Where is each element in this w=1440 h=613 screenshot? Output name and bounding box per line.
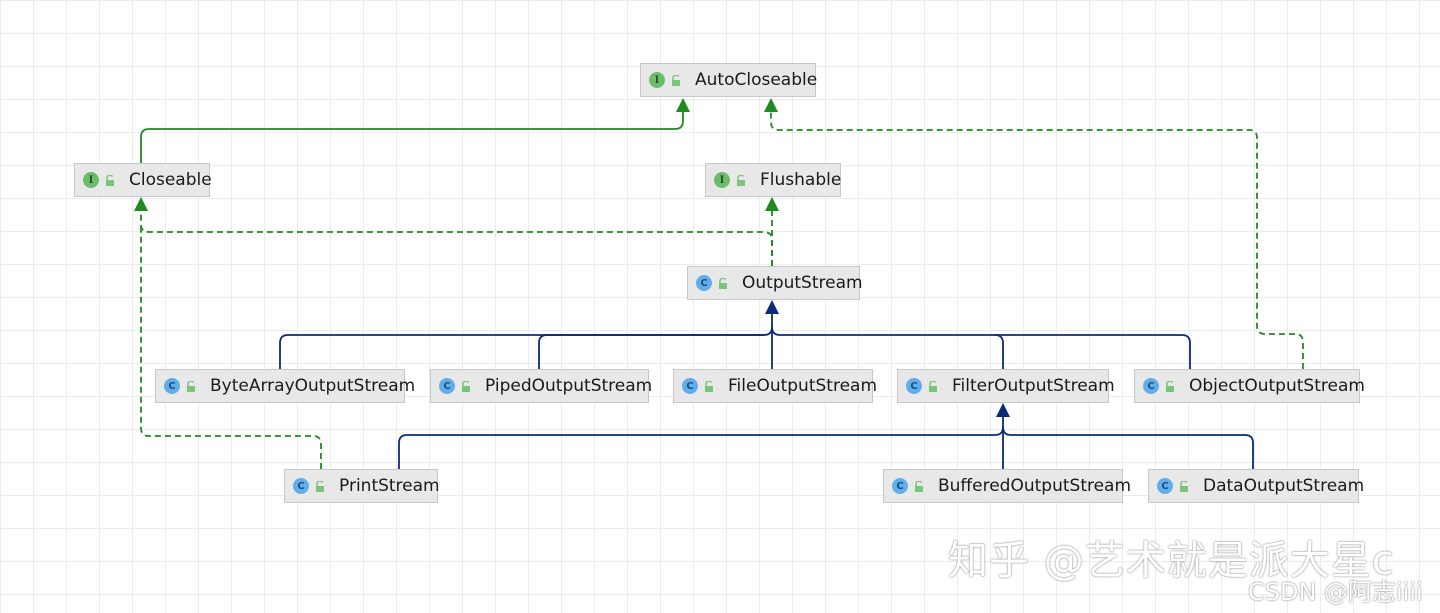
- node-autocloseable[interactable]: I AutoCloseable: [640, 63, 818, 97]
- csdn-watermark: CSDN @阿志iiii: [1248, 578, 1423, 606]
- unlock-icon: [316, 480, 324, 492]
- node-printstream[interactable]: C PrintStream: [284, 469, 440, 503]
- node-closeable[interactable]: I Closeable: [74, 163, 212, 197]
- unlock-icon: [106, 174, 114, 186]
- class-icon: C: [293, 478, 309, 494]
- unlock-icon: [187, 380, 195, 392]
- edge-closeable-to-autocloseable: [140, 98, 690, 163]
- edge-filteroutputstream-to-outputstream: [771, 326, 1004, 369]
- node-label: AutoCloseable: [695, 70, 818, 90]
- node-outputstream[interactable]: C OutputStream: [687, 266, 863, 300]
- unlock-icon: [737, 174, 745, 186]
- unlock-icon: [1180, 480, 1188, 492]
- edge-printstream-to-filteroutputstream: [398, 426, 1004, 469]
- class-icon: C: [164, 378, 180, 394]
- node-label: FileOutputStream: [728, 376, 878, 396]
- node-label: ByteArrayOutputStream: [210, 376, 416, 396]
- unlock-icon: [705, 380, 713, 392]
- node-label: BufferedOutputStream: [938, 476, 1132, 496]
- node-label: DataOutputStream: [1203, 476, 1365, 496]
- node-label: PipedOutputStream: [485, 376, 653, 396]
- class-icon: C: [696, 275, 712, 291]
- unlock-icon: [719, 277, 727, 289]
- node-label: PrintStream: [339, 476, 440, 496]
- edge-bytearrayoutputstream-to-outputstream: [279, 326, 773, 369]
- edge-printstream-to-closeable: [140, 225, 322, 469]
- edge-objectoutputstream-to-outputstream: [995, 334, 1191, 369]
- node-filteroutputstream[interactable]: C FilterOutputStream: [897, 369, 1115, 403]
- class-icon: C: [1143, 378, 1159, 394]
- node-label: OutputStream: [742, 273, 863, 293]
- edge-objectoutputstream-to-autocloseable: [764, 98, 1304, 369]
- node-label: Closeable: [129, 170, 212, 190]
- interface-icon: I: [83, 172, 99, 188]
- class-icon: C: [892, 478, 908, 494]
- node-label: Flushable: [760, 170, 842, 190]
- class-icon: C: [906, 378, 922, 394]
- class-icon: C: [1157, 478, 1173, 494]
- edge-pipedoutputstream-to-outputstream: [538, 334, 764, 369]
- interface-icon: I: [714, 172, 730, 188]
- node-dataoutputstream[interactable]: C DataOutputStream: [1148, 469, 1364, 503]
- node-fileoutputstream[interactable]: C FileOutputStream: [673, 369, 877, 403]
- zhihu-watermark: 知乎 @艺术就是派大星c: [948, 538, 1395, 584]
- node-bufferedoutputstream[interactable]: C BufferedOutputStream: [883, 469, 1131, 503]
- node-objectoutputstream[interactable]: C ObjectOutputStream: [1134, 369, 1365, 403]
- unlock-icon: [915, 480, 923, 492]
- edge-outputstream-to-closeable: [134, 197, 773, 266]
- node-label: ObjectOutputStream: [1189, 376, 1365, 396]
- edge-dataoutputstream-to-filteroutputstream: [1002, 426, 1254, 469]
- unlock-icon: [462, 380, 470, 392]
- node-flushable[interactable]: I Flushable: [705, 163, 841, 197]
- class-icon: C: [682, 378, 698, 394]
- node-bytearrayoutputstream[interactable]: C ByteArrayOutputStream: [155, 369, 415, 403]
- node-pipedoutputstream[interactable]: C PipedOutputStream: [430, 369, 653, 403]
- class-icon: C: [439, 378, 455, 394]
- unlock-icon: [1166, 380, 1174, 392]
- unlock-icon: [929, 380, 937, 392]
- unlock-icon: [672, 74, 680, 86]
- interface-icon: I: [649, 72, 665, 88]
- node-label: FilterOutputStream: [952, 376, 1115, 396]
